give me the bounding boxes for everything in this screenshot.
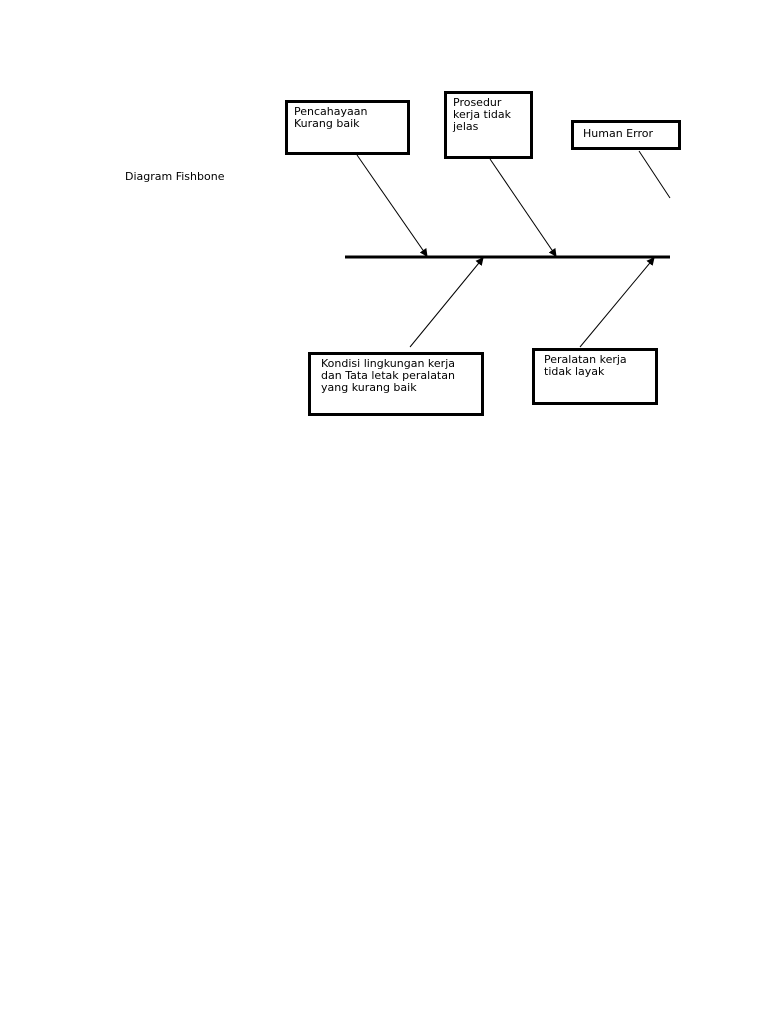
bone-human-error-line <box>638 150 671 199</box>
cause-box-human-error: Human Error <box>571 120 681 150</box>
diagram-title: Diagram Fishbone <box>125 170 225 183</box>
bone-peralatan-arrow <box>579 257 655 348</box>
bone-pencahayaan-arrow <box>356 154 428 257</box>
bone-prosedur-arrow <box>489 158 557 257</box>
cause-box-pencahayaan: Pencahayaan Kurang baik <box>285 100 410 155</box>
cause-box-prosedur: Prosedur kerja tidak jelas <box>444 91 533 159</box>
cause-box-peralatan: Peralatan kerja tidak layak <box>532 348 658 405</box>
cause-box-kondisi: Kondisi lingkungan kerja dan Tata letak … <box>308 352 484 416</box>
bone-kondisi-arrow <box>409 257 484 348</box>
